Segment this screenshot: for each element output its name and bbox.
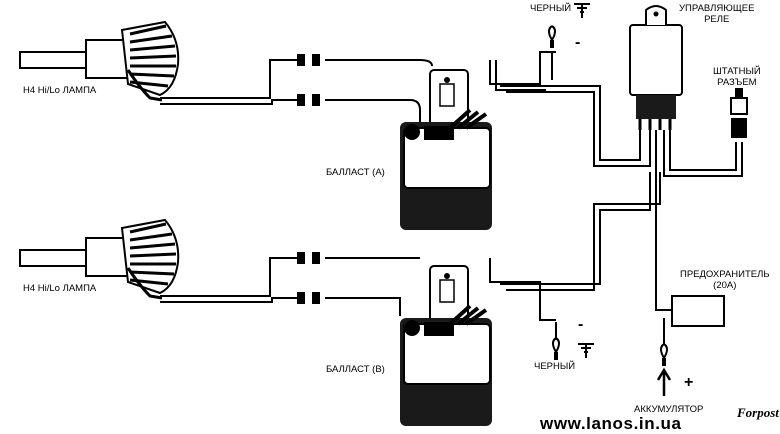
minus-bottom-sign: - <box>578 316 584 333</box>
fuse-icon <box>671 295 725 327</box>
relay-icon <box>629 5 683 130</box>
ring-terminal-bottom-icon <box>551 336 561 362</box>
connector-icon <box>730 88 748 138</box>
connector-label: ШТАТНЫЙ РАЗЪЕМ <box>713 66 761 88</box>
battery-terminal-icon <box>659 342 669 368</box>
website-url: www.lanos.in.ua <box>540 414 682 433</box>
relay-label: УПРАВЛЯЮЩЕЕ РЕЛЕ <box>679 3 755 25</box>
ground-top-icon <box>573 3 591 19</box>
ballast-b-icon <box>398 264 494 428</box>
minus-top-sign: - <box>575 34 581 51</box>
watermark: Forpost <box>737 405 779 420</box>
plus-sign: + <box>684 374 694 391</box>
black-bottom-label: ЧЕРНЫЙ <box>534 361 576 372</box>
arrow-up-icon <box>656 367 672 396</box>
ring-terminal-top-icon <box>547 24 557 50</box>
ground-bottom-icon <box>577 343 595 359</box>
ballast-a-label: БАЛЛАСТ (А) <box>326 167 385 178</box>
lamp-bottom-label: H4 Hi/Lo ЛАМПА <box>23 283 97 294</box>
lamp-top-label: H4 Hi/Lo ЛАМПА <box>23 85 97 96</box>
ballast-a-icon <box>398 68 494 232</box>
battery-label: АККУМУЛЯТОР <box>634 404 704 415</box>
fuse-label: ПРЕДОХРАНИТЕЛЬ (20А) <box>680 269 770 291</box>
black-top-label: ЧЕРНЫЙ <box>530 3 572 14</box>
ballast-b-label: БАЛЛАСТ (В) <box>326 364 385 375</box>
